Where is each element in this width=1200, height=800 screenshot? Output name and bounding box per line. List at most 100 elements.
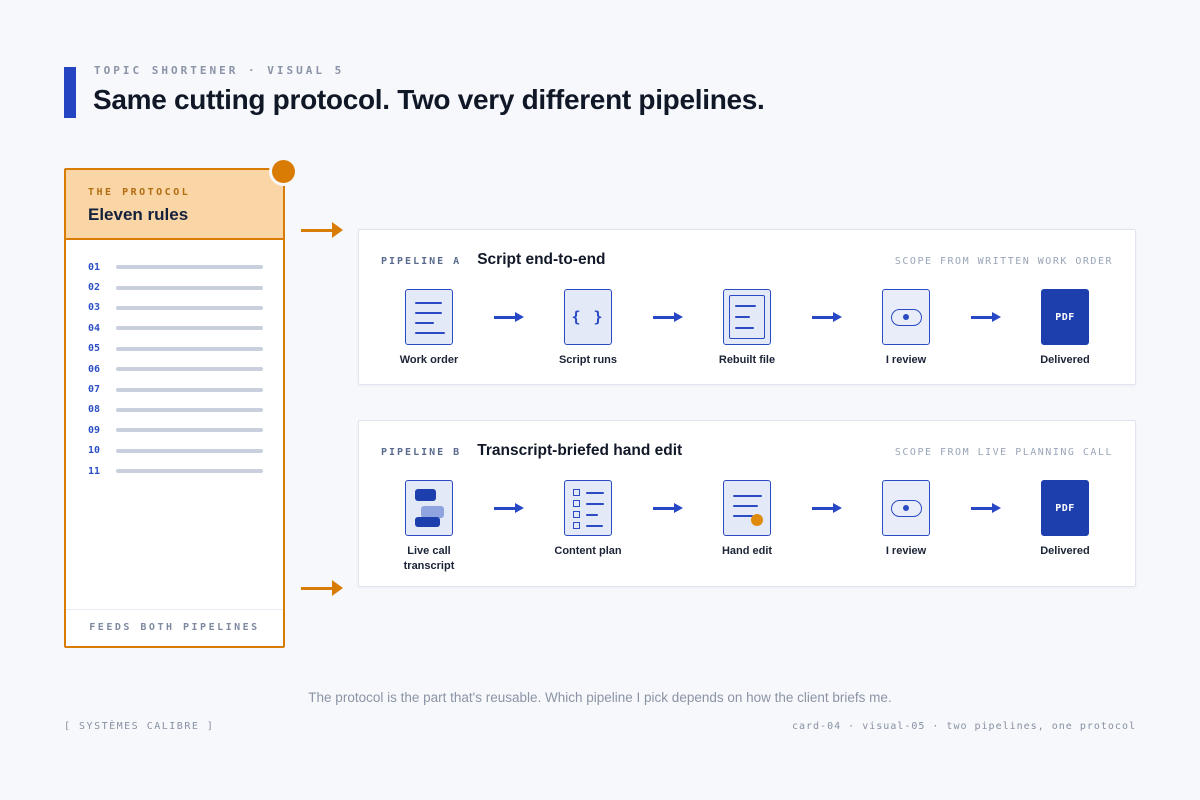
code-braces-icon: { }: [564, 289, 612, 345]
arrow-right-icon: [493, 503, 524, 514]
step-label: Delivered: [1040, 545, 1090, 557]
connector-arrow-to-pipeline-a: [301, 222, 343, 238]
pipeline-a-card: PIPELINE A Script end-to-end SCOPE FROM …: [358, 229, 1136, 385]
step-live-call-transcript: Live call transcript: [381, 480, 477, 574]
footer-brand: [ SYSTÈMES CALIBRE ]: [64, 721, 215, 732]
rule-row: 11: [88, 461, 263, 481]
arrow-right-icon: [811, 503, 842, 514]
arrow-head-icon: [332, 222, 343, 238]
rule-placeholder-line: [116, 265, 263, 270]
step-arrow: [795, 312, 858, 323]
pipeline-b-card: PIPELINE B Transcript-briefed hand edit …: [358, 420, 1136, 587]
rule-row: 05: [88, 339, 263, 359]
step-delivered: PDF Delivered: [1017, 289, 1113, 368]
pipeline-b-label: PIPELINE B: [381, 447, 462, 458]
rule-placeholder-line: [116, 346, 263, 351]
transcript-blocks-icon: [405, 480, 453, 536]
step-hand-edit: Hand edit: [699, 480, 795, 559]
rule-placeholder-line: [116, 367, 263, 372]
step-label: Live call transcript: [403, 545, 455, 572]
pipeline-b-header: PIPELINE B Transcript-briefed hand edit …: [381, 442, 1113, 460]
pipeline-b-scope: SCOPE FROM LIVE PLANNING CALL: [894, 447, 1113, 458]
document-nested-icon: [723, 289, 771, 345]
rule-number: 04: [88, 322, 101, 334]
pdf-badge: PDF: [1055, 311, 1075, 323]
step-arrow: [795, 503, 858, 514]
step-i-review: I review: [858, 480, 954, 559]
rule-placeholder-line: [116, 407, 263, 412]
protocol-rules-list: 01 02 03 04 05 06 07 08 09 10 11: [66, 240, 283, 481]
rule-number: 07: [88, 384, 101, 396]
rule-number: 01: [88, 261, 101, 273]
rule-number: 10: [88, 445, 101, 457]
review-eye-icon: [882, 289, 930, 345]
protocol-card: THE PROTOCOL Eleven rules 01 02 03 04 05…: [64, 160, 295, 648]
rule-number: 09: [88, 424, 101, 436]
rule-row: 09: [88, 420, 263, 440]
rule-row: 01: [88, 257, 263, 277]
rule-placeholder-line: [116, 305, 263, 310]
accent-bar: [64, 67, 76, 118]
checklist-icon: [564, 480, 612, 536]
rule-number: 03: [88, 302, 101, 314]
review-eye-icon: [882, 480, 930, 536]
arrow-shaft: [301, 228, 333, 232]
arrow-right-icon: [811, 312, 842, 323]
protocol-card-header: THE PROTOCOL Eleven rules: [66, 170, 283, 240]
arrow-right-icon: [493, 312, 524, 323]
step-label: Hand edit: [721, 545, 773, 557]
rule-placeholder-line: [116, 469, 263, 474]
arrow-right-icon: [970, 503, 1001, 514]
protocol-title: Eleven rules: [88, 205, 189, 224]
step-label: Work order: [399, 354, 459, 366]
step-work-order: Work order: [381, 289, 477, 368]
orange-dot-marker: [751, 514, 763, 526]
step-label: Script runs: [558, 354, 618, 366]
caption-text: The protocol is the part that's reusable…: [308, 690, 892, 705]
document-marker-icon: [723, 480, 771, 536]
rule-number: 11: [88, 465, 101, 477]
rule-row: 10: [88, 441, 263, 461]
rule-number: 08: [88, 404, 101, 416]
rule-placeholder-line: [116, 285, 263, 290]
pipeline-a-scope: SCOPE FROM WRITTEN WORK ORDER: [894, 256, 1113, 267]
footer-meta: card-04 · visual-05 · two pipelines, one…: [791, 721, 1136, 732]
arrow-head-icon: [332, 580, 343, 596]
arrow-right-icon: [652, 503, 683, 514]
orange-dot-marker: [272, 160, 295, 183]
document-lines-icon: [405, 289, 453, 345]
arrow-shaft: [301, 586, 333, 590]
step-arrow: [477, 503, 540, 514]
step-label: I review: [885, 354, 927, 366]
step-delivered: PDF Delivered: [1017, 480, 1113, 559]
step-arrow: [636, 503, 699, 514]
rule-number: 02: [88, 282, 101, 294]
pdf-file-icon: PDF: [1041, 289, 1089, 345]
page-title: Same cutting protocol. Two very differen…: [93, 84, 765, 115]
step-arrow: [477, 312, 540, 323]
rule-placeholder-line: [116, 448, 263, 453]
rule-number: 05: [88, 343, 101, 355]
pipeline-a-title: Script end-to-end: [477, 251, 606, 268]
pdf-badge: PDF: [1055, 502, 1075, 514]
connector-arrow-to-pipeline-b: [301, 580, 343, 596]
step-label: Content plan: [554, 545, 622, 557]
rule-row: 08: [88, 400, 263, 420]
rule-row: 03: [88, 298, 263, 318]
rule-row: 04: [88, 318, 263, 338]
step-rebuilt-file: Rebuilt file: [699, 289, 795, 368]
rule-placeholder-line: [116, 428, 263, 433]
rule-row: 06: [88, 359, 263, 379]
step-label: I review: [885, 545, 927, 557]
pipeline-a-header: PIPELINE A Script end-to-end SCOPE FROM …: [381, 251, 1113, 269]
rule-number: 06: [88, 363, 101, 375]
step-arrow: [954, 312, 1017, 323]
eyebrow-label: TOPIC SHORTENER · VISUAL 5: [94, 64, 345, 77]
step-label: Rebuilt file: [718, 354, 776, 366]
rule-placeholder-line: [116, 387, 263, 392]
step-i-review: I review: [858, 289, 954, 368]
rule-placeholder-line: [116, 326, 263, 331]
pdf-file-icon: PDF: [1041, 480, 1089, 536]
pipeline-a-steps: Work order { } Script runs Rebuilt file …: [381, 289, 1113, 368]
protocol-label: THE PROTOCOL: [88, 187, 191, 198]
